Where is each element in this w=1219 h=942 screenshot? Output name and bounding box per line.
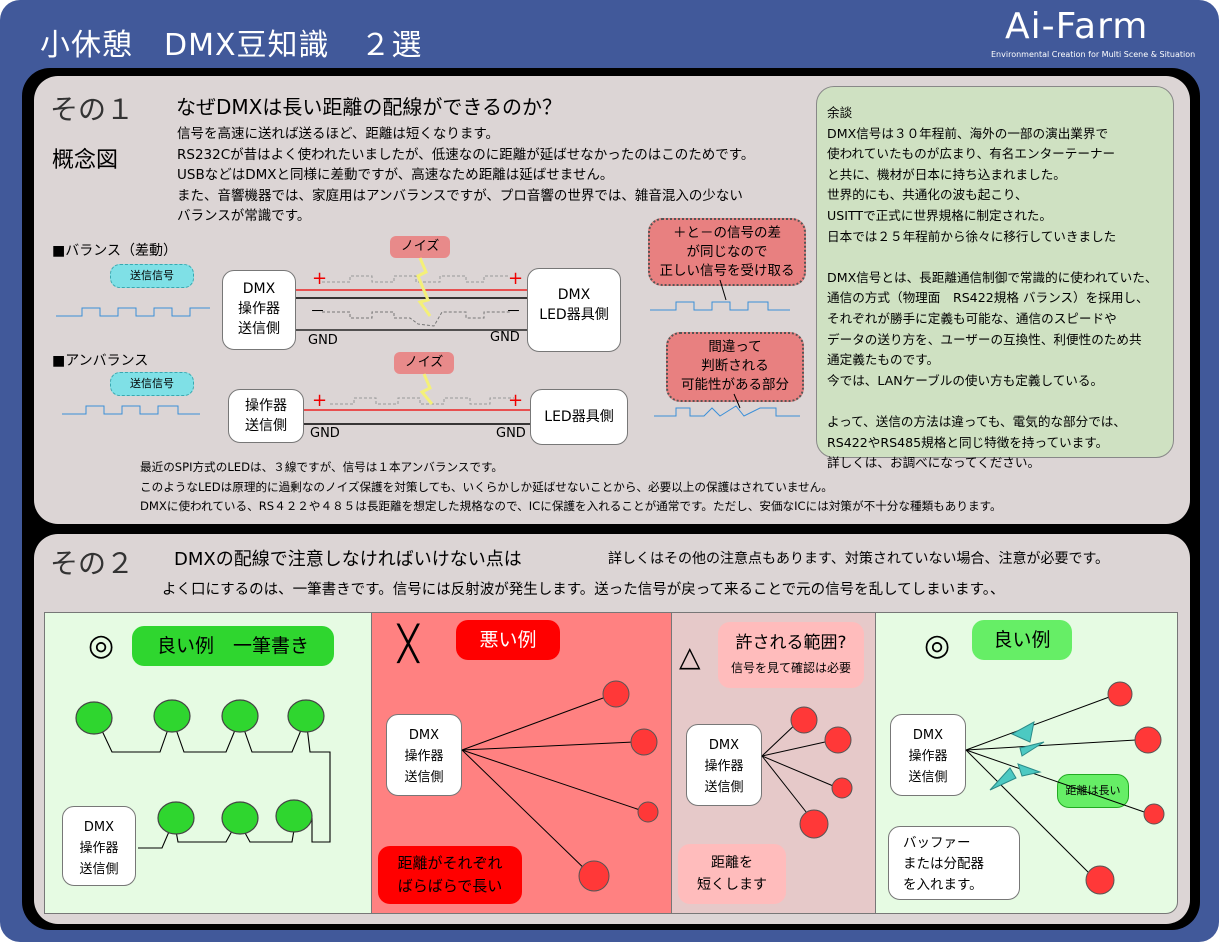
bad-example-note: 距離がそれぞればらばらで長い [378, 846, 522, 904]
good-example-title: 良い例 一筆書き [132, 626, 334, 666]
unbalanced-signal-tag: 送信信号 [110, 372, 194, 396]
brand-logo: Ai-Farm [1005, 6, 1149, 47]
balanced-label: ■バランス（差動） [52, 243, 177, 259]
unbalanced-gnd-right: GND [496, 426, 526, 441]
intro-line: RS232Cが昔はよく使われたいましたが、低速なのに距離が延ばせなかったのはこの… [177, 146, 755, 163]
intro-line: USBなどはDMXと同様に差動ですが、高速なため距離は延ばせません。 [177, 167, 614, 183]
good2-example-title: 良い例 [972, 620, 1072, 660]
unbalanced-label: ■アンバランス [52, 353, 149, 369]
intro-line: また、音響機器では、家庭用はアンバランスですが、プロ音響の世界では、雑音混入の少… [177, 187, 743, 204]
balanced-gnd-right: GND [490, 330, 520, 345]
acceptable-example-note: 距離を短くします [678, 844, 786, 904]
acceptable-mark-icon: △ [679, 640, 701, 673]
unbalanced-transmitter: 操作器送信側 [228, 389, 304, 443]
unbalanced-plus-left: + [312, 390, 328, 411]
balanced-gnd-left: GND [308, 333, 338, 348]
unbalanced-plus-right: + [508, 390, 524, 411]
acceptable-example-title: 許される範囲? [735, 633, 847, 653]
concept-label: 概念図 [52, 148, 119, 173]
balanced-noise-tag: ノイズ [390, 236, 450, 258]
acceptable-example-sub: 信号を見て確認は必要 [730, 661, 851, 675]
good2-example-note: バッファーまたは分配器を入れます。 [888, 826, 1020, 900]
intro-line: 信号を高速に送れば送るほど、距離は短くなります。 [177, 126, 499, 142]
intro-line: バランスが常識です。 [177, 208, 311, 224]
unbalanced-noise-tag: ノイズ [394, 352, 454, 374]
aside-text: 余談 DMX信号は３０年程前、海外の一部の演出業界で 使われていたものが広まり、… [827, 105, 1158, 471]
aside-note: 余談 DMX信号は３０年程前、海外の一部の演出業界で 使われていたものが広まり、… [816, 86, 1174, 470]
part2-heading: DMXの配線で注意しなければいけない点は [174, 549, 522, 570]
balanced-plus-left: + [312, 268, 328, 289]
good-mark-icon: ◎ [88, 628, 115, 663]
good2-mark-icon: ◎ [924, 628, 951, 663]
part2-heading-note: 詳しくはその他の注意点もあります、対策されていない場合、注意が必要です。 [608, 551, 1110, 567]
balanced-signal-tag: 送信信号 [110, 264, 194, 288]
unbalanced-bubble: 間違って判断される可能性がある部分 [666, 332, 804, 402]
part1-heading: なぜDMXは長い距離の配線ができるのか？ [176, 95, 562, 119]
bad-mark-icon: ╳ [398, 624, 419, 664]
brand-tagline: Environmental Creation for Multi Scene &… [991, 50, 1196, 59]
unbalanced-receiver: LED器具側 [530, 389, 628, 445]
part1-footer: 最近のSPI方式のLEDは、３線ですが、信号は１本アンバランスです。 このような… [140, 460, 1002, 513]
page-title: 小休憩 DMX豆知識 ２選 [40, 28, 423, 63]
part1-intro: 信号を高速に送れば送るほど、距離は短くなります。 RS232Cが昔はよく使われた… [177, 124, 754, 227]
bad-example-title: 悪い例 [456, 620, 560, 660]
balanced-bubble: ＋と－の信号の差が同じなので正しい信号を受け取る [648, 218, 806, 286]
balanced-minus-right: － [506, 302, 522, 320]
part2-intro: よく口にするのは、一筆書きです。信号には反射波が発生します。送った信号が戻って来… [162, 582, 1005, 598]
part2-label: その２ [50, 547, 135, 580]
unbalanced-gnd-left: GND [310, 426, 340, 441]
good2-length-tag: 距離は長い [1057, 774, 1129, 808]
part1-label: その１ [50, 93, 135, 126]
acceptable-title-box: 許される範囲? 信号を見て確認は必要 [718, 622, 864, 688]
balanced-minus-left: － [310, 302, 326, 320]
balanced-plus-right: + [508, 268, 524, 289]
